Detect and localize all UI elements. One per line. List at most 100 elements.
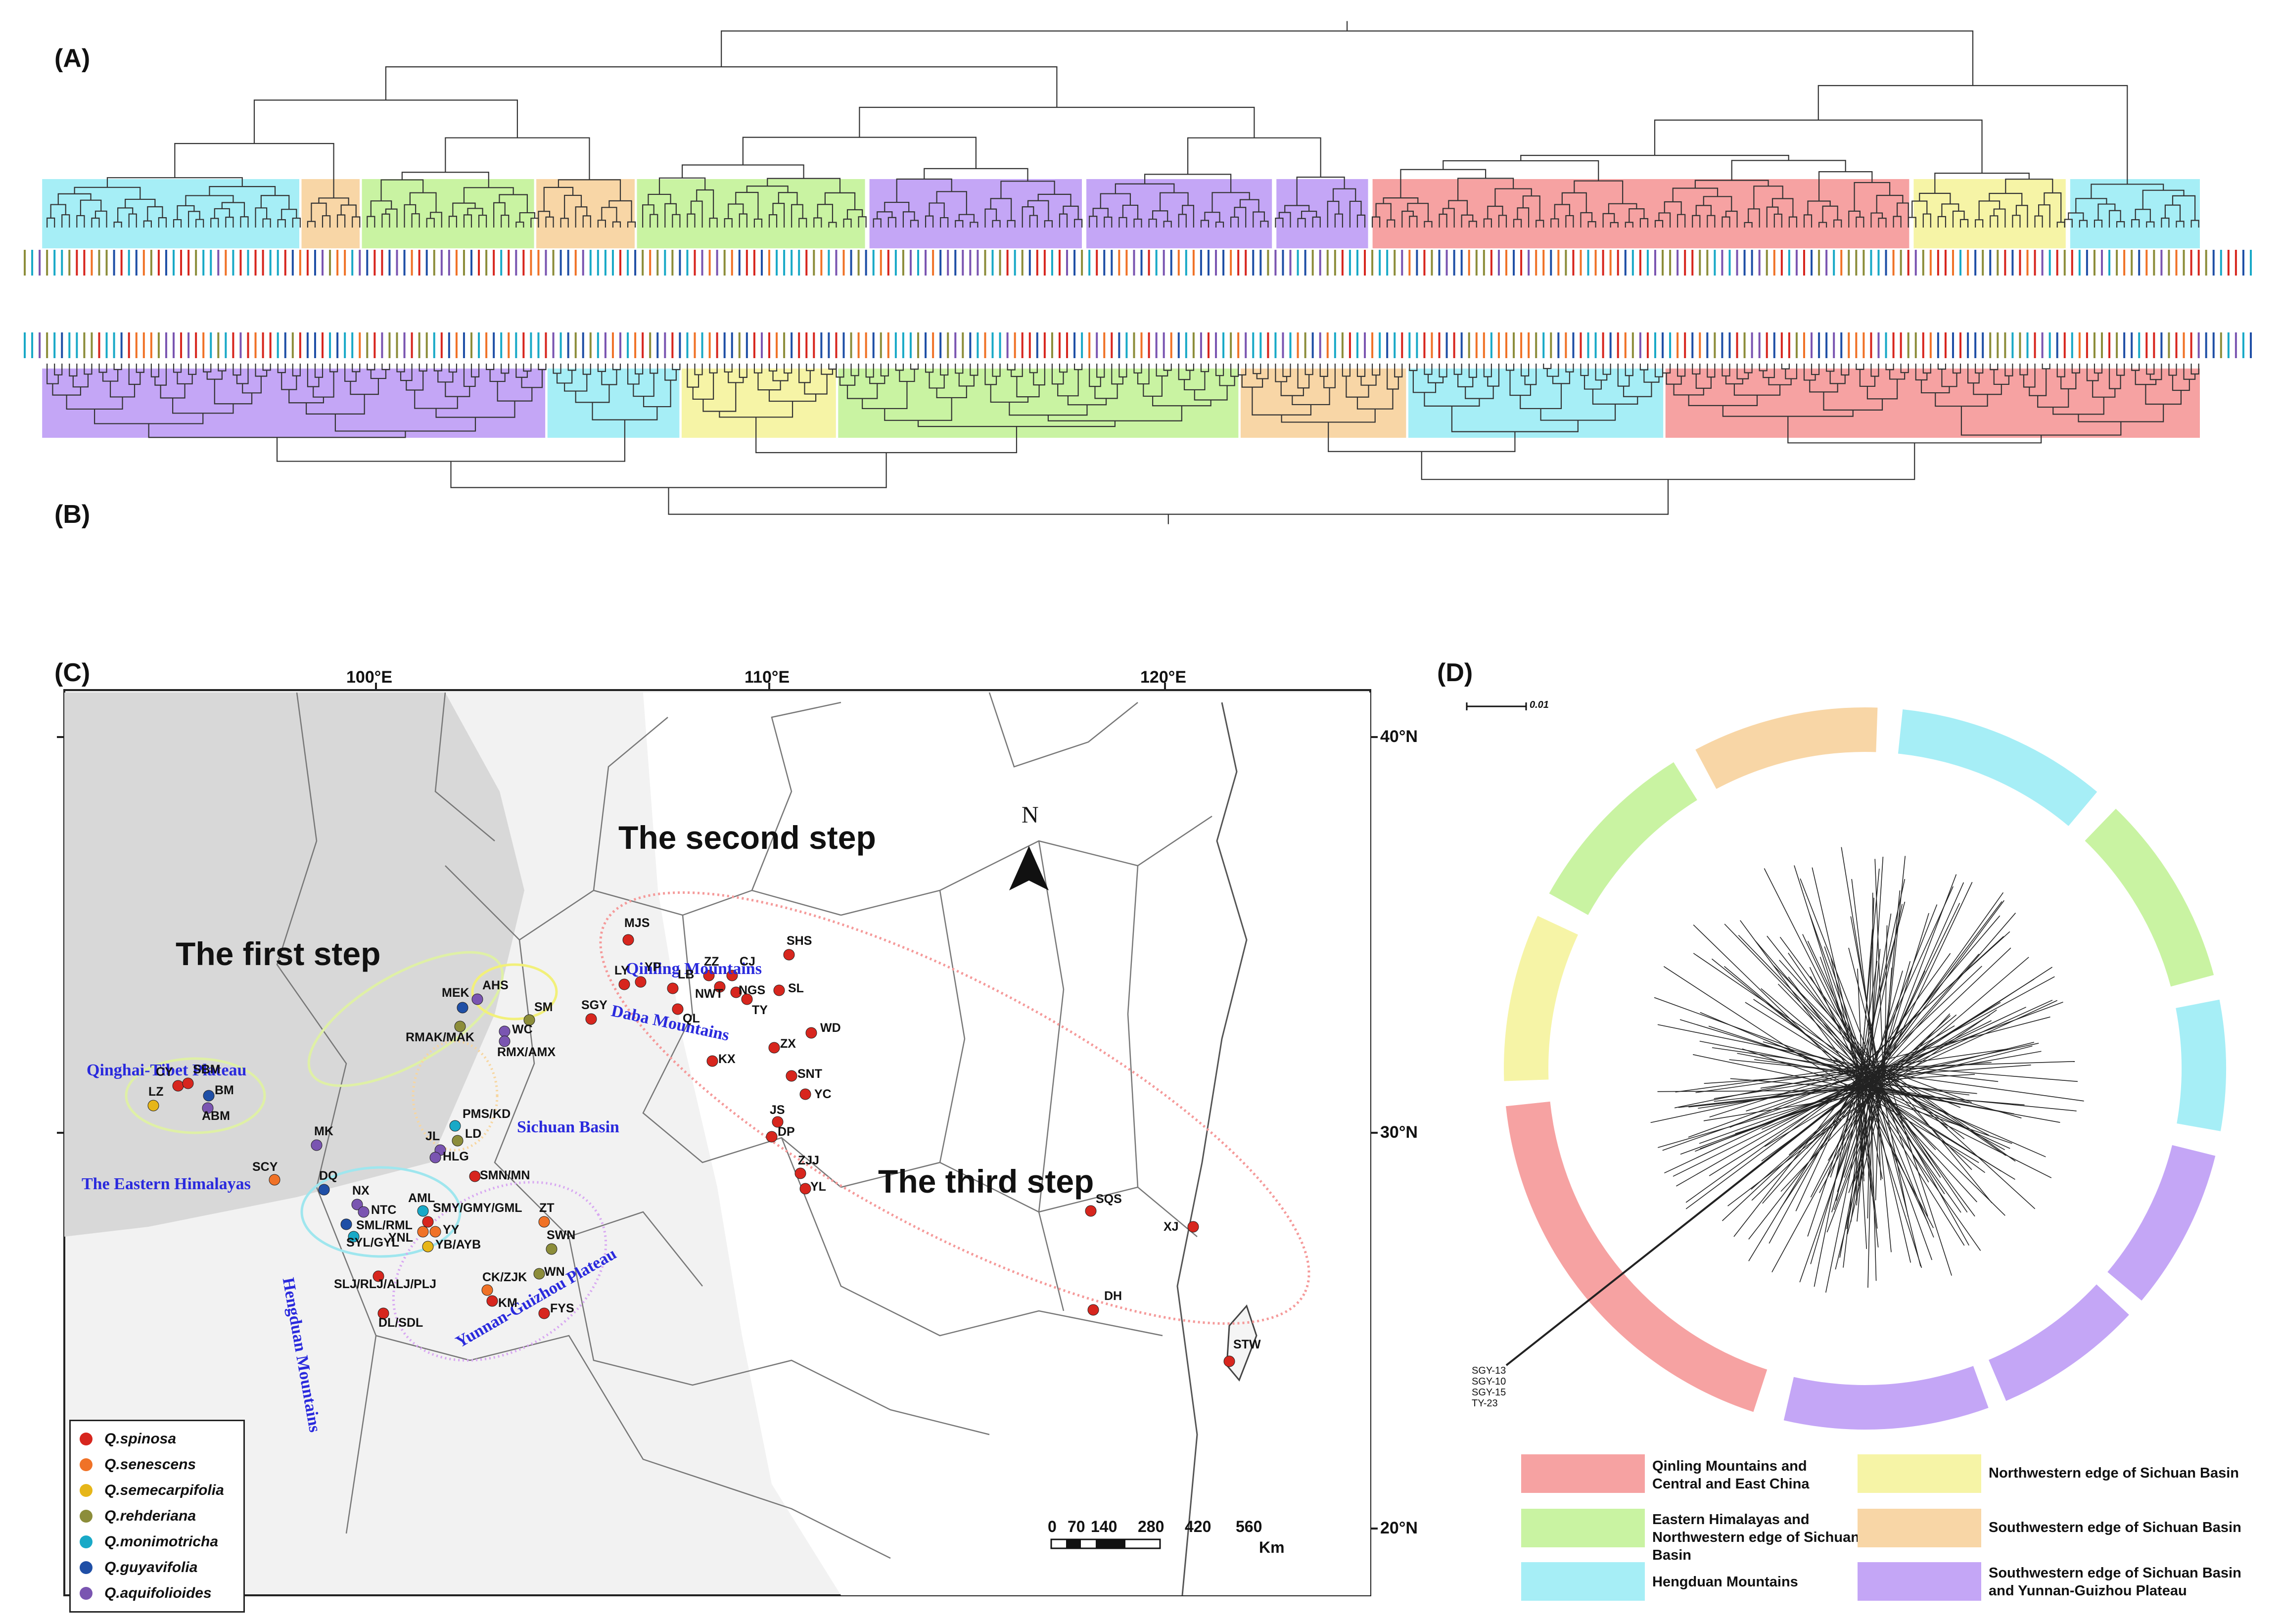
network-edge	[1875, 1078, 2005, 1151]
branch	[1833, 219, 1842, 228]
site-marker	[1087, 1304, 1099, 1316]
branch	[381, 364, 390, 371]
branch	[1063, 205, 1079, 220]
network-edge	[1867, 1093, 1871, 1219]
legend-label-sw-sichuan: Southwestern edge of Sichuan Basin	[1989, 1520, 2241, 1535]
network-edge	[1764, 868, 1869, 1074]
tree-b-tip-label	[694, 332, 696, 358]
tree-b-tip-label	[232, 332, 234, 358]
network-edge	[1870, 971, 1903, 1080]
branch	[1133, 218, 1142, 228]
branch	[992, 364, 1001, 377]
branch	[1092, 208, 1109, 218]
branch	[702, 382, 737, 412]
network-edge	[1858, 1072, 1978, 1203]
tree-a-tip-label	[708, 250, 711, 276]
tree-a-tip-label	[1513, 250, 1515, 276]
tree-b-tip-label	[322, 332, 324, 358]
branch	[601, 370, 617, 385]
site-marker	[773, 984, 785, 996]
tree-a-tip-label	[373, 250, 376, 276]
network-edge	[1699, 1040, 1860, 1073]
branch	[735, 191, 759, 219]
network-edge	[1836, 1079, 1865, 1201]
tree-a-tip-label	[306, 250, 309, 276]
network-edge	[1771, 1072, 1881, 1273]
tree-a-tip-label	[991, 250, 994, 276]
tree-b-tip-label	[1319, 332, 1321, 358]
site-marker	[452, 1135, 464, 1147]
site-marker	[457, 1002, 468, 1014]
legend-row-spinosa: Q.spinosa	[80, 1426, 234, 1452]
tree-a-tip-label	[1401, 250, 1403, 276]
site-label: LY	[614, 964, 629, 977]
network-edge	[1883, 1009, 1997, 1089]
tree-a-tip-label	[455, 250, 458, 276]
tree-a-tip-label	[1379, 250, 1381, 276]
tree-a-tip-label	[1855, 250, 1858, 276]
network-edge	[1826, 1083, 1885, 1233]
tree-b-tip-label	[850, 332, 852, 358]
second-step-label: The second step	[618, 819, 876, 856]
tree-a-block-yunnan	[1086, 179, 1272, 248]
tree-b-tip-label	[135, 332, 138, 358]
branch	[846, 209, 863, 219]
tree-a-tip-label	[1766, 250, 1768, 276]
network-edge	[1709, 1071, 1877, 1176]
third-step-label: The third step	[878, 1163, 1094, 1200]
tree-a-tip-label	[351, 250, 354, 276]
site-label: DQ	[319, 1169, 338, 1183]
network-edge	[1761, 988, 1860, 1073]
site-marker	[1187, 1221, 1199, 1233]
tree-b-tip-label	[1885, 332, 1887, 358]
network-edge	[1859, 936, 2004, 1068]
network-edge	[1760, 1070, 1884, 1089]
tree-b-tip-label	[1408, 332, 1411, 358]
branch	[1748, 208, 1760, 228]
branch	[2176, 221, 2185, 228]
ring-segment-qinling	[1505, 1101, 1768, 1412]
branch	[2135, 209, 2151, 222]
branch	[448, 216, 458, 228]
tree-b-tip-label	[359, 332, 361, 358]
tree-b-tip-label	[2108, 332, 2111, 358]
tree-b-tip-label	[1751, 332, 1753, 358]
branch	[1051, 364, 1064, 385]
network-edge	[1859, 1065, 1961, 1108]
tree-a-tip-label	[1006, 250, 1009, 276]
network-edge	[1699, 1083, 1869, 1144]
tree-b-tip-label	[39, 332, 41, 358]
tree-a-tip-label	[1028, 250, 1031, 276]
tree-b-tip-label	[180, 332, 183, 358]
tree-a-tip-label	[120, 250, 123, 276]
network-edge	[1767, 935, 1869, 1066]
tree-a-tip-label	[1691, 250, 1694, 276]
tree-b-tip-label	[440, 332, 443, 358]
site-label: CK/ZJK	[482, 1270, 527, 1284]
tree-a-tip-label	[1929, 250, 1932, 276]
network-edge	[1865, 1077, 1933, 1260]
tree-a-tip-label	[1952, 250, 1954, 276]
tree-a-tip-label	[1944, 250, 1947, 276]
branch	[739, 364, 747, 378]
network-edge	[1729, 1073, 1860, 1128]
tree-b-tip-label	[1140, 332, 1143, 358]
branch	[1552, 371, 1571, 384]
site-label: YNL	[388, 1231, 413, 1245]
tree-a-tip-label	[299, 250, 301, 276]
branch	[154, 364, 167, 386]
legend-dot	[80, 1587, 93, 1600]
branch	[1483, 364, 1492, 377]
legend-dot	[80, 1561, 93, 1574]
tree-a-tip-label	[894, 250, 897, 276]
tree-a-tip-label	[1795, 250, 1798, 276]
network-edge	[1867, 1077, 1873, 1288]
branch	[515, 364, 528, 378]
lon-110: 110°E	[745, 668, 790, 687]
tree-a-tip-label	[925, 250, 927, 276]
tree-b-tip-label	[664, 332, 666, 358]
legend-swatch-yunnan	[1858, 1562, 1981, 1601]
tree-b-tip-label	[1051, 332, 1053, 358]
tree-a-tip-label	[1937, 250, 1939, 276]
tree-a-tip-label	[210, 250, 212, 276]
